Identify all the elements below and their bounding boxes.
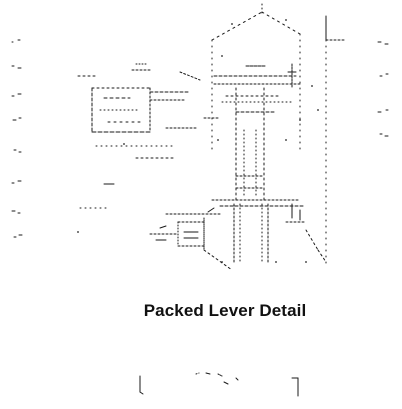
packing-gland — [211, 199, 327, 263]
upper-housing-outline — [211, 3, 345, 265]
right-margin-tick-marks — [377, 41, 389, 137]
scatter-dots — [77, 19, 319, 263]
horizontal-lever-arm — [77, 63, 201, 209]
vertical-shaft — [235, 87, 265, 201]
lower-lever-fitting — [149, 207, 233, 271]
lever-pivot-block — [203, 63, 301, 119]
left-bracket-box — [91, 87, 151, 133]
left-margin-tick-marks — [11, 39, 23, 238]
bottom-fragment-marks — [139, 372, 299, 397]
diagram-caption: Packed Lever Detail — [143, 301, 307, 320]
